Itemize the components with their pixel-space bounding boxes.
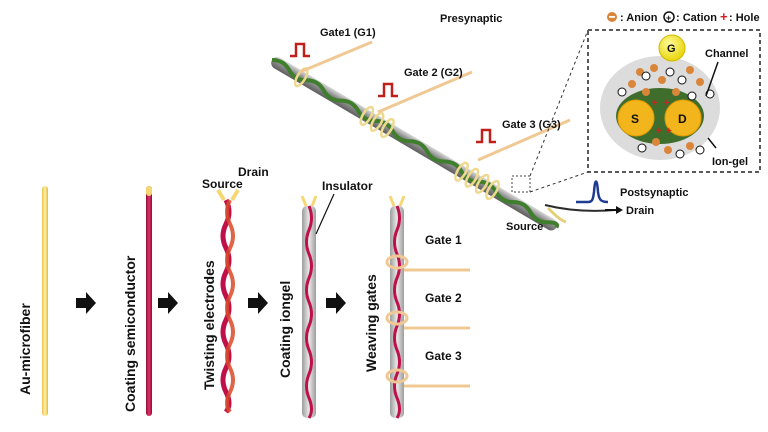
zoom-line-bottom — [529, 171, 589, 193]
step2-label: Coating semiconductor — [122, 255, 138, 412]
gate-electrode — [658, 34, 686, 62]
source-label-top: Source — [506, 221, 543, 233]
woven-gate2 — [385, 310, 470, 330]
woven-tip-b — [398, 195, 406, 207]
hole-label: : Hole — [729, 12, 760, 24]
gate2-wire — [377, 70, 473, 114]
woven-tip-a — [388, 195, 396, 207]
gate1-label: Gate1 (G1) — [320, 27, 376, 39]
cation-icon-plus: + — [666, 13, 671, 23]
woven-gate3 — [385, 368, 470, 388]
step3-label: Twisting electrodes — [201, 260, 217, 390]
arrow-1-icon — [76, 292, 96, 314]
fabrication-steps: Au-microfiber Coating semiconductor Sour… — [17, 165, 470, 419]
channel-pointer — [705, 61, 719, 97]
step1-label: Au-microfiber — [17, 303, 33, 395]
hole-icon: + — [720, 9, 728, 24]
au-microfiber — [42, 186, 48, 416]
iongel-tip-b — [310, 195, 318, 207]
woven-gate1 — [385, 254, 470, 272]
iongel-tip-a — [300, 195, 308, 207]
svg-text:+: + — [666, 126, 672, 137]
gate3-label-bottom: Gate 3 — [425, 349, 462, 363]
gate-letter: G — [667, 43, 676, 55]
source-electrode — [617, 99, 655, 137]
gate1-wire — [299, 40, 373, 74]
cations — [617, 67, 715, 159]
source-letter: S — [631, 112, 639, 126]
iongel-label: Ion-gel — [712, 156, 748, 168]
gate2-label-bottom: Gate 2 — [425, 291, 462, 305]
postsynaptic-label: Postsynaptic — [620, 187, 688, 199]
cation-icon — [663, 11, 675, 23]
step4-label: Coating iongel — [277, 281, 293, 378]
anions — [628, 64, 704, 154]
channel-twist — [271, 57, 559, 229]
gate2-pulse-icon — [378, 82, 398, 98]
anion-label: : Anion — [620, 12, 658, 24]
iongel-coating — [302, 206, 316, 418]
coated-fiber — [146, 186, 152, 416]
holes: + + + + — [652, 98, 672, 137]
presynaptic-label: Presynaptic — [440, 13, 502, 25]
zoom-box — [511, 175, 531, 193]
svg-text:+: + — [656, 126, 662, 137]
svg-text:+: + — [652, 98, 658, 109]
arrow-3-icon — [248, 292, 268, 314]
drain-lead — [544, 204, 616, 212]
cross-section-inset: : Anion + : Cation + : Hole S D G — [587, 9, 761, 173]
gate2-label: Gate 2 (G2) — [404, 67, 463, 79]
arrow-2-icon — [158, 292, 178, 314]
arrow-4-icon — [326, 292, 346, 314]
drain-letter: D — [678, 112, 687, 126]
coil-g3 — [454, 161, 500, 201]
coil-g2 — [359, 105, 395, 139]
woven-inner-twist — [393, 205, 401, 419]
svg-text:+: + — [664, 98, 670, 109]
insulator-pointer — [315, 193, 335, 235]
step5-label: Weaving gates — [363, 274, 379, 372]
cation-label: : Cation — [676, 12, 717, 24]
iongel-pointer — [707, 137, 717, 149]
iongel-inner-twist — [305, 205, 313, 419]
gate1-pulse-icon — [290, 42, 310, 58]
coated-fiber-tip — [146, 186, 152, 196]
drain-arrow-head — [616, 206, 623, 214]
insulator-label: Insulator — [322, 179, 373, 193]
drain-electrode — [664, 99, 702, 137]
anion-icon-minus — [609, 16, 615, 18]
gate3-pulse-icon — [476, 128, 496, 144]
gate1-label-bottom: Gate 1 — [425, 233, 462, 247]
twisted-electrodes-b — [225, 199, 235, 414]
gate3-label: Gate 3 (G3) — [502, 119, 561, 131]
gate3-wire — [477, 118, 571, 162]
source-lead — [546, 206, 567, 224]
fiber-device: Presynaptic Gate1 (G1) Gate 2 (G2) Gate … — [271, 13, 688, 233]
source-label-bottom: Source — [202, 177, 243, 191]
channel-label: Channel — [705, 48, 748, 60]
drain-label-bottom: Drain — [238, 165, 269, 179]
postsynaptic-spike-icon — [576, 180, 609, 204]
drain-label-top: Drain — [626, 205, 654, 217]
zoom-line-top — [529, 29, 589, 177]
twist-drain-tip — [230, 188, 240, 202]
twist-source-tip — [216, 188, 226, 202]
